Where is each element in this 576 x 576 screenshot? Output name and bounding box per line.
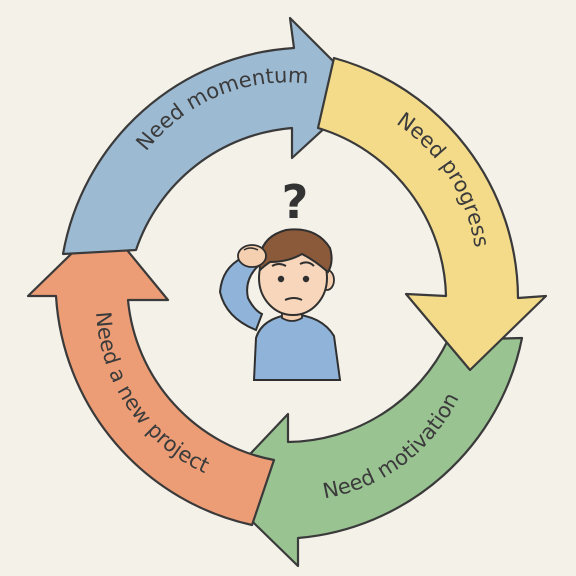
arrow-need-progress	[316, 56, 548, 372]
arrow-need-motivation	[216, 336, 524, 568]
confused-person-icon	[218, 228, 342, 381]
arrow-need-momentum	[61, 16, 366, 256]
person-hand	[237, 244, 267, 268]
question-mark: ?	[282, 175, 309, 229]
arrow-need-a-new-project	[26, 220, 276, 527]
person-eye-left	[277, 275, 285, 283]
person-hair	[258, 228, 333, 274]
person-mouth	[284, 297, 303, 301]
person-eyebrow-left	[271, 263, 287, 267]
person-eyebrow-right	[299, 261, 315, 267]
person-eye-right	[302, 275, 310, 283]
person-body	[252, 312, 342, 381]
person-raised-arm	[218, 256, 264, 332]
